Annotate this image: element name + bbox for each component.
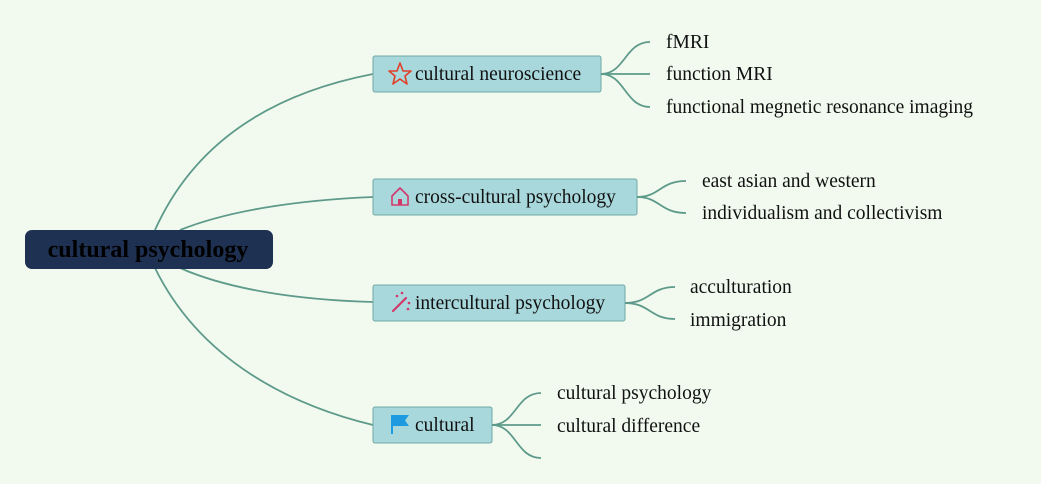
branch-2-child-connectors (636, 180, 687, 214)
leaf-fmri[interactable]: fMRI (666, 32, 709, 53)
leaf-immigration[interactable]: immigration (690, 310, 787, 331)
branch-3-child-connectors (624, 286, 676, 320)
branch-cultural[interactable]: cultural (372, 406, 493, 444)
branch-4-child-connectors (491, 392, 542, 459)
magic-wand-icon (391, 291, 411, 313)
branch-label: cultural neuroscience (415, 64, 581, 85)
connector-root-to-cultural (154, 267, 374, 426)
flag-icon (391, 415, 409, 434)
leaf-cultural-difference[interactable]: cultural difference (557, 416, 700, 437)
leaf-functional-mri[interactable]: functional megnetic resonance imaging (666, 97, 973, 118)
branch-label: intercultural psychology (415, 293, 605, 314)
branch-label: cultural (415, 415, 475, 436)
root-connectors (154, 73, 374, 426)
branch-intercultural-psychology[interactable]: intercultural psychology (372, 284, 626, 322)
connector-root-to-cultural-neuroscience (154, 73, 374, 231)
leaf-function-mri[interactable]: function MRI (666, 64, 773, 85)
branch-1-child-connectors (600, 41, 651, 108)
branch-cross-cultural-psychology[interactable]: cross-cultural psychology (372, 178, 638, 216)
home-icon (391, 187, 409, 206)
connector-root-to-intercultural-psychology (179, 267, 374, 303)
root-node-label: cultural psychology (48, 237, 249, 263)
leaf-individualism-and-collectivism[interactable]: individualism and collectivism (702, 203, 942, 224)
connector-root-to-cross-cultural-psychology (179, 196, 374, 231)
star-icon (388, 62, 412, 85)
branch-label: cross-cultural psychology (415, 187, 616, 208)
leaf-cultural-psychology[interactable]: cultural psychology (557, 383, 712, 404)
leaf-acculturation[interactable]: acculturation (690, 277, 792, 298)
branch-cultural-neuroscience[interactable]: cultural neuroscience (372, 55, 602, 93)
root-node[interactable]: cultural psychology (25, 230, 273, 269)
leaf-east-asian-and-western[interactable]: east asian and western (702, 171, 876, 192)
